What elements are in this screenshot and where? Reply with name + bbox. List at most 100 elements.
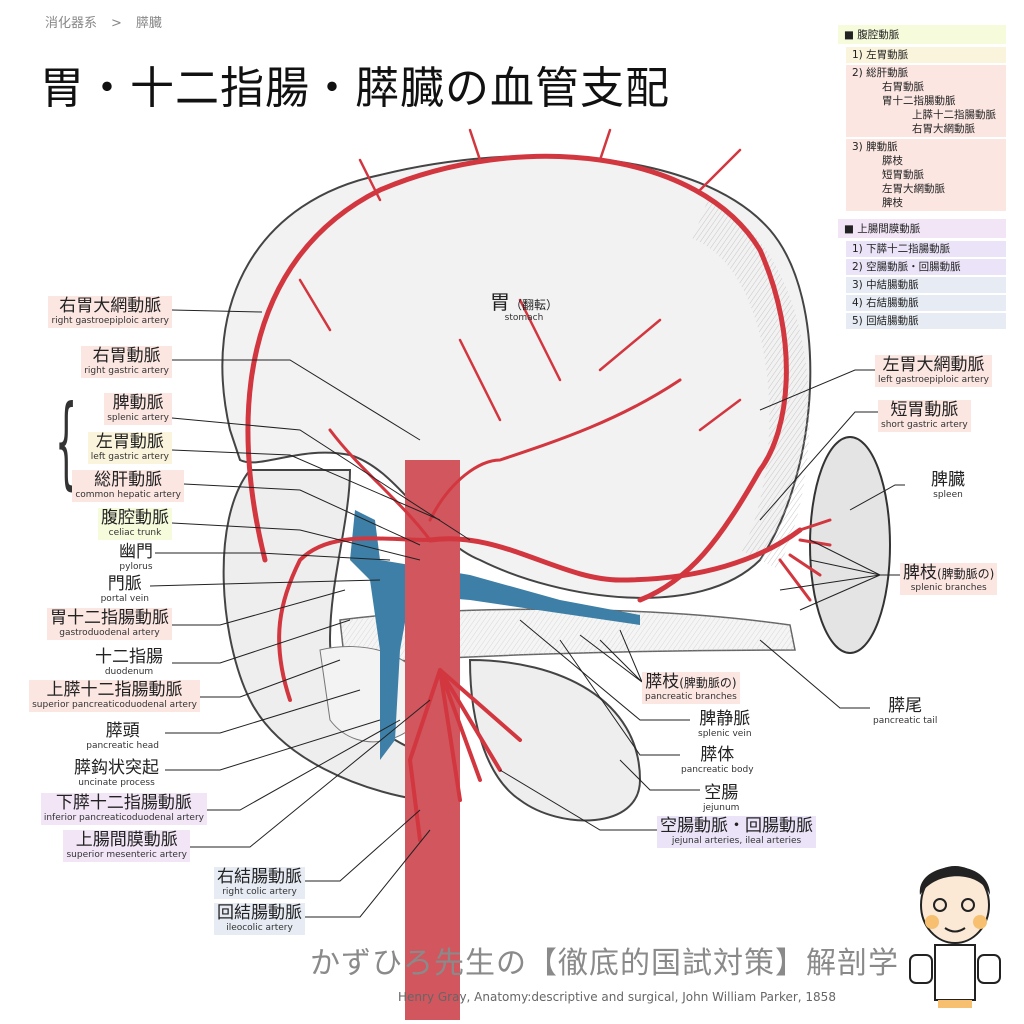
breadcrumb-separator: > bbox=[111, 16, 122, 31]
label-jp: 総肝動脈 bbox=[94, 470, 163, 490]
label-en: superior pancreaticoduodenal artery bbox=[32, 700, 197, 710]
label-en: inferior pancreaticoduodenal artery bbox=[43, 813, 204, 823]
brand-title: かずひろ先生の【徹底的国試対策】解剖学 bbox=[310, 946, 899, 981]
label-jp: 上膵十二指腸動脈 bbox=[46, 680, 183, 700]
legend-header: ■ 腹腔動脈 bbox=[838, 25, 1006, 44]
label-note: (脾動脈の) bbox=[679, 676, 737, 690]
label-splenic-branches: 脾枝(脾動脈の)splenic branches bbox=[900, 563, 998, 595]
label-jp: 空腸 bbox=[704, 783, 739, 803]
leader-lines bbox=[149, 309, 905, 918]
label-en: portal vein bbox=[100, 594, 149, 604]
label-stomach: 胃（翻転）stomach bbox=[487, 290, 561, 325]
breadcrumb-current[interactable]: 膵臓 bbox=[135, 16, 162, 31]
label-jp: 脾枝 bbox=[903, 563, 937, 583]
label-jp: 右胃動脈 bbox=[92, 346, 161, 366]
label-en: common hepatic artery bbox=[75, 490, 181, 500]
label-en: jejunal arteries, ileal arteries bbox=[671, 836, 802, 846]
legend-item: 3) 脾動脈 bbox=[852, 141, 898, 153]
breadcrumb: 消化器系 > 膵臓 bbox=[45, 12, 176, 31]
legend-header: ■ 上腸間膜動脈 bbox=[838, 219, 1006, 238]
legend-celiac: ■ 腹腔動脈 1) 左胃動脈 2) 総肝動脈 右胃動脈 胃十二指腸動脈 上膵十二… bbox=[838, 25, 1006, 213]
label-jp: 十二指腸 bbox=[95, 647, 163, 667]
label-en: pancreatic body bbox=[681, 765, 754, 775]
legend-item: 右胃大網動脈 bbox=[912, 123, 975, 135]
label-jp: 脾臓 bbox=[931, 470, 965, 490]
label-en: left gastroepiploic artery bbox=[878, 375, 989, 385]
label-jp: 膵枝 bbox=[645, 672, 680, 692]
label-en: short gastric artery bbox=[881, 420, 968, 430]
label-note: （翻転） bbox=[510, 298, 559, 312]
label-en: superior mesenteric artery bbox=[66, 850, 187, 860]
label-en: right gastroepiploic artery bbox=[51, 316, 169, 326]
legend-item: 左胃大網動脈 bbox=[882, 183, 945, 195]
mascot-icon bbox=[909, 866, 1001, 1008]
label-en: gastroduodenal artery bbox=[59, 628, 160, 638]
label-jp: 膵体 bbox=[700, 745, 735, 765]
label-jp: 空腸動脈・回腸動脈 bbox=[660, 816, 813, 836]
legend-item: 5) 回結腸動脈 bbox=[846, 313, 1006, 329]
legend-item: 膵枝 bbox=[882, 155, 903, 167]
label-jp: 回結腸動脈 bbox=[217, 903, 302, 923]
label-en: pancreatic branches bbox=[645, 692, 737, 702]
label-jp: 上腸間膜動脈 bbox=[75, 830, 178, 850]
label-en: uncinate process bbox=[78, 778, 155, 788]
label-jp: 膵頭 bbox=[105, 721, 140, 741]
label-jp: 右結腸動脈 bbox=[217, 867, 302, 887]
label-jp: 脾静脈 bbox=[699, 709, 751, 729]
label-en: left gastric artery bbox=[90, 452, 169, 462]
legend-item: 3) 中結腸動脈 bbox=[846, 277, 1006, 293]
label-jp: 膵尾 bbox=[888, 696, 923, 716]
legend-item: 胃十二指腸動脈 bbox=[882, 95, 956, 107]
label-note: (脾動脈の) bbox=[937, 567, 995, 581]
spleen-shape bbox=[809, 436, 891, 654]
legend-item: 脾枝 bbox=[882, 197, 903, 209]
legend-item: 右胃動脈 bbox=[882, 81, 924, 93]
label-en: right gastric artery bbox=[84, 366, 169, 376]
label-en: splenic vein bbox=[698, 729, 752, 739]
breadcrumb-parent[interactable]: 消化器系 bbox=[45, 16, 98, 31]
label-jp: 門脈 bbox=[107, 574, 142, 594]
label-en: stomach bbox=[504, 313, 544, 323]
label-jp: 下膵十二指腸動脈 bbox=[55, 793, 192, 813]
label-jp: 胃十二指腸動脈 bbox=[50, 608, 169, 628]
page-title: 胃・十二指腸・膵臓の血管支配 bbox=[40, 63, 670, 114]
label-jp: 腹腔動脈 bbox=[101, 508, 169, 528]
legend-sma: ■ 上腸間膜動脈 1) 下膵十二指腸動脈 2) 空腸動脈・回腸動脈 3) 中結腸… bbox=[838, 219, 1006, 331]
legend-item: 2) 空腸動脈・回腸動脈 bbox=[846, 259, 1006, 275]
label-en: pancreatic tail bbox=[873, 716, 938, 726]
label-jp: 胃 bbox=[490, 290, 510, 314]
arteries bbox=[245, 128, 832, 842]
label-en: duodenum bbox=[104, 667, 154, 677]
label-en: jejunum bbox=[703, 803, 740, 813]
label-jp: 短胃動脈 bbox=[890, 400, 959, 420]
label-jp: 左胃動脈 bbox=[95, 432, 164, 452]
label-en: right colic artery bbox=[222, 887, 297, 897]
label-pancreatic-branches: 膵枝(脾動脈の) pancreatic branches bbox=[642, 672, 740, 704]
legend-item: 短胃動脈 bbox=[882, 169, 924, 181]
label-jp: 幽門 bbox=[119, 542, 153, 562]
bracket-icon: { bbox=[55, 383, 78, 500]
